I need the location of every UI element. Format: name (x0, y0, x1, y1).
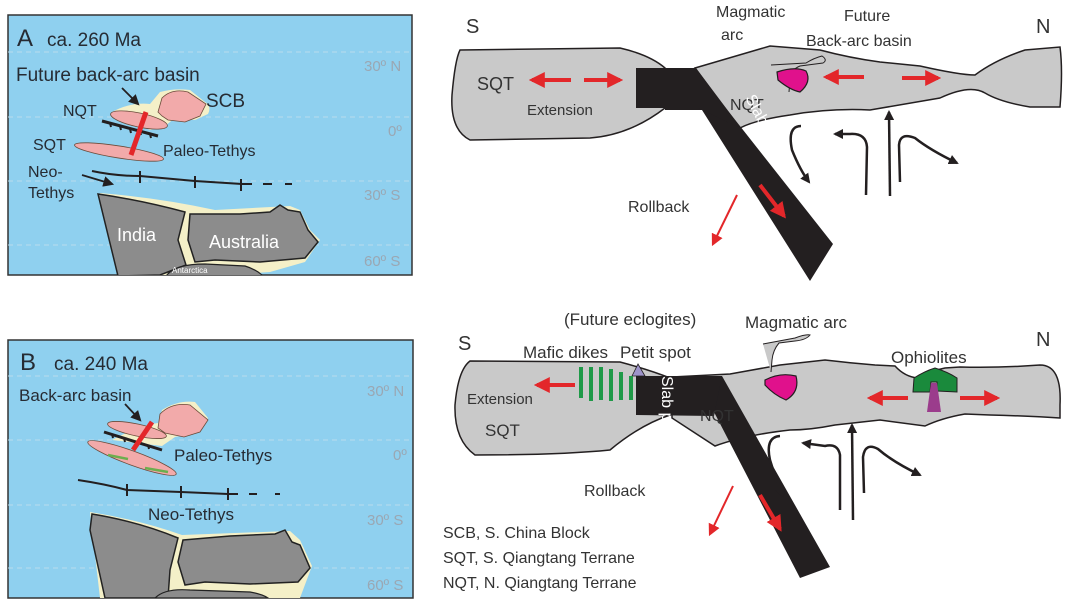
subducting-slab (665, 68, 833, 281)
slab-hinge (636, 68, 740, 128)
label-paleo-tethys: Paleo-Tethys (174, 446, 272, 465)
lat-60s: 60º S (364, 253, 400, 270)
label-nqt: NQT (700, 408, 734, 425)
label-ophiolites: Ophiolites (891, 348, 967, 367)
label-arc: arc (721, 27, 743, 44)
australia-landmass (187, 204, 319, 263)
label-north: N (1036, 16, 1050, 38)
antarctica-landmass (166, 263, 263, 275)
ophiolite (912, 367, 958, 393)
legend-scb: SCB, S. China Block (443, 525, 591, 542)
panel-b-letter: B (20, 349, 36, 376)
label-antarctica: Antarctica (172, 266, 208, 275)
label-south: S (458, 333, 471, 355)
label-magmatic-arc: Magmatic arc (745, 313, 848, 332)
mafic-dikes (579, 367, 633, 401)
australia-landmass (177, 529, 311, 586)
ophiolite-stem (927, 383, 941, 412)
label-rollback: Rollback (628, 199, 690, 216)
label-future-eclogites: (Future eclogites) (564, 310, 696, 329)
section-line (130, 420, 155, 452)
slab-pull-arrow (758, 183, 786, 219)
india-landmass (89, 513, 179, 598)
label-sqt: SQT (477, 74, 514, 94)
label-future: Future (844, 8, 890, 25)
lat-0: 0º (388, 123, 402, 140)
label-nqt: NQT (730, 97, 764, 114)
label-future-back-arc: Future back-arc basin (16, 65, 200, 86)
petit-spot (631, 363, 646, 377)
antarctica-landmass (154, 589, 270, 598)
label-paleo-tethys: Paleo-Tethys (163, 143, 256, 160)
magma-conduit (762, 334, 811, 373)
section-line (128, 111, 149, 156)
label-sqt: SQT (33, 137, 66, 154)
sqt-plate (451, 47, 666, 141)
mafic-dike-marker (107, 453, 129, 461)
label-north: N (1036, 329, 1050, 351)
sqt-terrane (74, 142, 164, 162)
scb-block (157, 404, 209, 438)
label-south: S (466, 16, 479, 38)
panel-a-letter: A (17, 25, 33, 52)
label-petit-spot: Petit spot (620, 343, 691, 362)
scb-block (157, 90, 207, 123)
label-mafic-dikes: Mafic dikes (523, 343, 608, 362)
neo-tethys-arrow (81, 174, 115, 187)
label-australia: Australia (209, 232, 280, 252)
neo-tethys-ridge (91, 170, 292, 191)
mafic-dike-marker (144, 466, 169, 474)
label-india: India (117, 225, 157, 245)
mantle-flow-arrows (767, 423, 922, 521)
cross-section-b: S N (Future eclogites) Mafic dikes Petit… (454, 310, 1061, 578)
lat-30n: 30º N (367, 383, 404, 400)
lat-30s: 30º S (367, 512, 403, 529)
label-magmatic: Magmatic (716, 4, 785, 21)
legend-sqt: SQT, S. Qiangtang Terrane (443, 550, 635, 567)
neo-tethys-ridge (77, 479, 280, 500)
label-extension: Extension (467, 391, 533, 408)
label-neo-tethys: Neo-Tethys (148, 505, 234, 524)
cross-section-a: S N SQT Extension NQT Magmatic arc Futur… (451, 4, 1063, 281)
abbreviation-legend: SCB, S. China Block SQT, S. Qiangtang Te… (443, 525, 637, 592)
label-back-arc-basin: Back-arc basin (806, 33, 912, 50)
panel-a-map: A ca. 260 Ma 30º N 0º 30º S 60º S Future… (7, 14, 413, 276)
lat-30s: 30º S (364, 187, 400, 204)
label-tethys: Tethys (28, 185, 74, 202)
sqt-terrane (87, 440, 177, 476)
label-scb: SCB (206, 91, 245, 112)
rollback-arrow (708, 485, 734, 537)
label-back-arc: Back-arc basin (19, 386, 131, 405)
nqt-terrane (107, 421, 167, 439)
lat-0: 0º (393, 447, 407, 464)
slab-pull-arrow (758, 493, 782, 532)
back-arc-arrow (121, 87, 140, 106)
label-rollback: Rollback (584, 483, 646, 500)
legend-nqt: NQT, N. Qiangtang Terrane (443, 575, 637, 592)
subducting-slab (676, 376, 830, 578)
label-neo: Neo- (28, 164, 63, 181)
rollback-arrow (711, 194, 738, 247)
nqt-terrane (110, 110, 168, 130)
panel-a-age: ca. 260 Ma (47, 30, 141, 51)
lat-60s: 60º S (367, 577, 403, 594)
panel-b-age: ca. 240 Ma (54, 354, 148, 375)
label-nqt: NQT (63, 103, 97, 120)
back-arc-arrow (124, 403, 142, 422)
mantle-flow-arrows (789, 110, 959, 197)
magma-chamber (776, 68, 809, 93)
label-sqt: SQT (485, 421, 520, 440)
label-slab-pull: Slab pull (658, 376, 675, 437)
slab-hinge (636, 376, 722, 416)
panel-b-map: B ca. 240 Ma 30º N 0º 30º S 60º S Back-a… (7, 339, 414, 599)
label-extension: Extension (527, 102, 593, 119)
magma-chamber (764, 374, 798, 401)
lat-30n: 30º N (364, 58, 401, 75)
